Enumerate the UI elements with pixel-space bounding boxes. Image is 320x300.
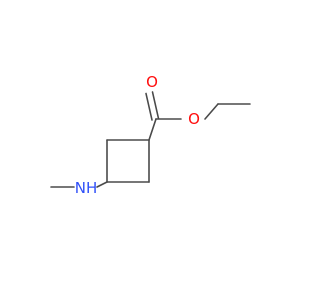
ester-oxygen-label: O xyxy=(188,110,200,128)
bond-carbonyl-double-a xyxy=(151,91,160,120)
bond-ring-to-nitrogen xyxy=(96,181,108,188)
amine-nh-label: NH xyxy=(75,179,98,197)
ethyl-3-methylaminocyclobutanecarboxylate-structure: O O NH xyxy=(50,73,251,197)
bond-ester-oxygen-to-ch2 xyxy=(204,103,219,120)
bond-carbonyl-double-b xyxy=(145,92,153,121)
carbonyl-oxygen-label: O xyxy=(146,73,158,91)
bond-ring-to-carbonyl xyxy=(148,118,157,141)
